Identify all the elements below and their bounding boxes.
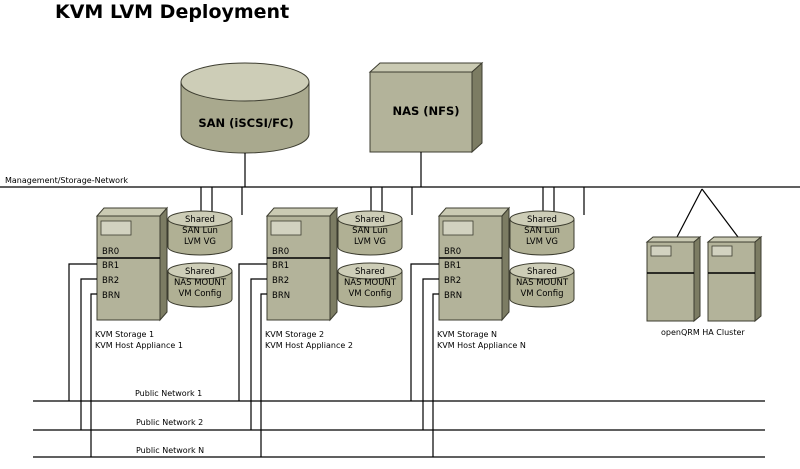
disk-label: Shared (355, 267, 385, 277)
public-network-2-label: Public Network 2 (136, 418, 203, 427)
disk-label: Shared (185, 267, 215, 277)
disk-label: VM Config (520, 289, 563, 299)
port-label: BR0 (272, 247, 289, 257)
disk-label: Shared (527, 267, 557, 277)
nas-storage: NAS (NFS) (368, 61, 484, 154)
disk-label: NAS MOUNT (174, 278, 227, 288)
host-role: KVM Host Appliance 1 (95, 341, 183, 350)
server-bay (270, 220, 302, 236)
nas-label: NAS (NFS) (392, 104, 459, 118)
disk-label: NAS MOUNT (516, 278, 569, 288)
disk-label: LVM VG (184, 237, 216, 247)
server-top (95, 207, 169, 217)
public-link (410, 263, 439, 401)
disk-label: LVM VG (354, 237, 386, 247)
san-label: SAN (iSCSI/FC) (198, 116, 293, 130)
disk-label: SAN Lun (352, 226, 388, 236)
public-network-n-label: Public Network N (136, 446, 204, 455)
disk-label: SAN Lun (182, 226, 218, 236)
server-side (501, 206, 510, 322)
public-link (90, 293, 97, 457)
cluster-server-2 (706, 235, 763, 323)
management-network-label: Management/Storage-Network (5, 176, 128, 185)
page-title: KVM LVM Deployment (55, 1, 289, 23)
host-name: KVM Storage 2 (265, 330, 324, 339)
server-top (437, 207, 511, 217)
public-link (68, 263, 97, 401)
port-label: BR2 (102, 276, 119, 286)
public-network-1-label: Public Network 1 (135, 389, 202, 398)
public-networks: Public Network 1 Public Network 2 Public… (33, 389, 765, 458)
disk-label: NAS MOUNT (344, 278, 397, 288)
port-label: BRN (272, 291, 290, 301)
server-top (265, 207, 339, 217)
disk-label: Shared (185, 215, 215, 225)
ha-cluster: openQRM HA Cluster (645, 188, 763, 337)
host-role: KVM Host Appliance N (437, 341, 526, 350)
disk-label: Shared (527, 215, 557, 225)
server-side (159, 206, 168, 322)
cluster-link-1 (676, 188, 703, 238)
port-label: BR1 (102, 261, 119, 271)
server-bay (100, 220, 132, 236)
disk-label: SAN Lun (524, 226, 560, 236)
public-link (432, 293, 439, 457)
host-name: KVM Storage N (437, 330, 497, 339)
port-label: BR0 (102, 247, 119, 257)
port-label: BR2 (444, 276, 461, 286)
port-label: BR2 (272, 276, 289, 286)
host-role: KVM Host Appliance 2 (265, 341, 353, 350)
public-link (422, 278, 439, 430)
san-storage: SAN (iSCSI/FC) (180, 62, 310, 154)
server-side (329, 206, 338, 322)
disk-label: VM Config (348, 289, 391, 299)
disk-label: Shared (355, 215, 385, 225)
port-label: BRN (102, 291, 120, 301)
port-label: BRN (444, 291, 462, 301)
port-label: BR0 (444, 247, 461, 257)
cluster-label: openQRM HA Cluster (661, 328, 745, 337)
port-label: BR1 (272, 261, 289, 271)
cluster-link-2 (701, 188, 739, 238)
public-link (250, 278, 267, 430)
public-link (238, 263, 267, 401)
public-link (80, 278, 97, 430)
public-link (260, 293, 267, 457)
disk-label: LVM VG (526, 237, 558, 247)
cluster-server-1 (645, 235, 702, 323)
host-name: KVM Storage 1 (95, 330, 154, 339)
server-bay (442, 220, 474, 236)
port-label: BR1 (444, 261, 461, 271)
disk-label: VM Config (178, 289, 221, 299)
